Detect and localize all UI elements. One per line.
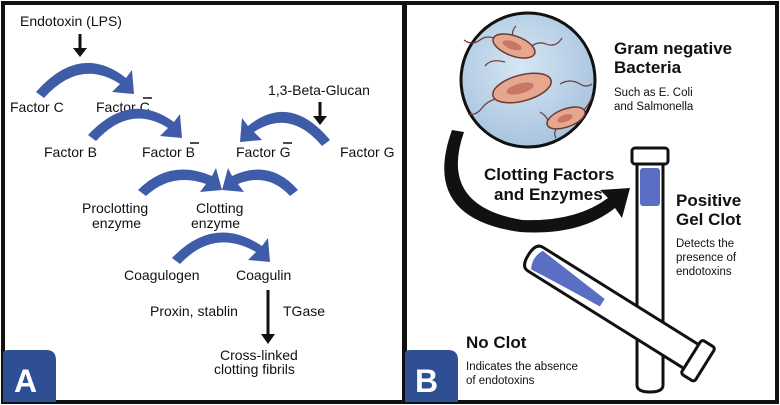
badge-b-label: B <box>415 363 438 399</box>
endotoxin-label: Endotoxin (LPS) <box>20 13 122 29</box>
glucan-label: 1,3-Beta-Glucan <box>268 82 370 98</box>
cofactors-right: TGase <box>283 303 325 319</box>
factor-b-active: Factor B <box>142 144 195 160</box>
positive-title-2: Gel Clot <box>676 210 742 229</box>
arrowhead-icon <box>313 116 327 125</box>
factor-c: Factor C <box>10 99 64 115</box>
bacterium-top <box>492 33 536 59</box>
bacteria-sub-1: Such as E. Coli <box>614 87 693 99</box>
proclotting-label-1: Proclotting <box>82 200 148 216</box>
bacteria-illustration <box>459 11 597 149</box>
coagulin-label: Coagulin <box>236 267 291 283</box>
tube-negative <box>523 244 716 383</box>
activation-arrow-g <box>240 111 330 146</box>
activation-arrow-proclotting-left <box>138 168 222 196</box>
product-label-2: clotting fibrils <box>214 361 295 377</box>
activation-arrow-c <box>36 62 134 98</box>
bacteria-sub-2: and Salmonella <box>614 101 694 113</box>
panel-b: Gram negative Bacteria Such as E. Coli a… <box>403 1 779 404</box>
activation-arrow-proclotting-right <box>222 168 298 196</box>
positive-sub-1: Detects the <box>676 238 734 250</box>
arrowhead-icon <box>261 334 275 344</box>
factor-g: Factor G <box>340 144 394 160</box>
coagulogen-label: Coagulogen <box>124 267 200 283</box>
proclotting-label-2: enzyme <box>92 215 141 231</box>
bacterium-middle <box>492 72 552 104</box>
panel-a: Endotoxin (LPS) Factor C Factor C Factor… <box>1 1 406 404</box>
liquid <box>531 250 605 307</box>
arrow-label-2: and Enzymes <box>494 185 603 204</box>
product-label-1: Cross-linked <box>220 347 298 363</box>
cofactors-left: Proxin, stablin <box>150 303 238 319</box>
clotting-label-2: enzyme <box>191 215 240 231</box>
arrowhead-icon <box>73 48 87 57</box>
arrow-label-1: Clotting Factors <box>484 165 614 184</box>
bacteria-title-2: Bacteria <box>614 58 682 77</box>
badge-a-label: A <box>14 363 37 399</box>
activation-arrow-b <box>88 108 182 141</box>
positive-sub-3: endotoxins <box>676 266 732 278</box>
bacterium-bottom <box>546 106 586 130</box>
negative-title: No Clot <box>466 333 527 352</box>
negative-sub-1: Indicates the absence <box>466 361 578 373</box>
activation-arrow-coagulin <box>172 232 270 264</box>
badge-b <box>405 350 458 402</box>
factor-g-active: Factor G <box>236 144 290 160</box>
gel-clot <box>640 168 660 206</box>
bacteria-title-1: Gram negative <box>614 39 732 58</box>
factor-b: Factor B <box>44 144 97 160</box>
badge-a <box>3 350 56 402</box>
positive-title-1: Positive <box>676 191 741 210</box>
clotting-label-1: Clotting <box>196 200 243 216</box>
negative-sub-2: of endotoxins <box>466 375 535 387</box>
positive-sub-2: presence of <box>676 252 737 264</box>
